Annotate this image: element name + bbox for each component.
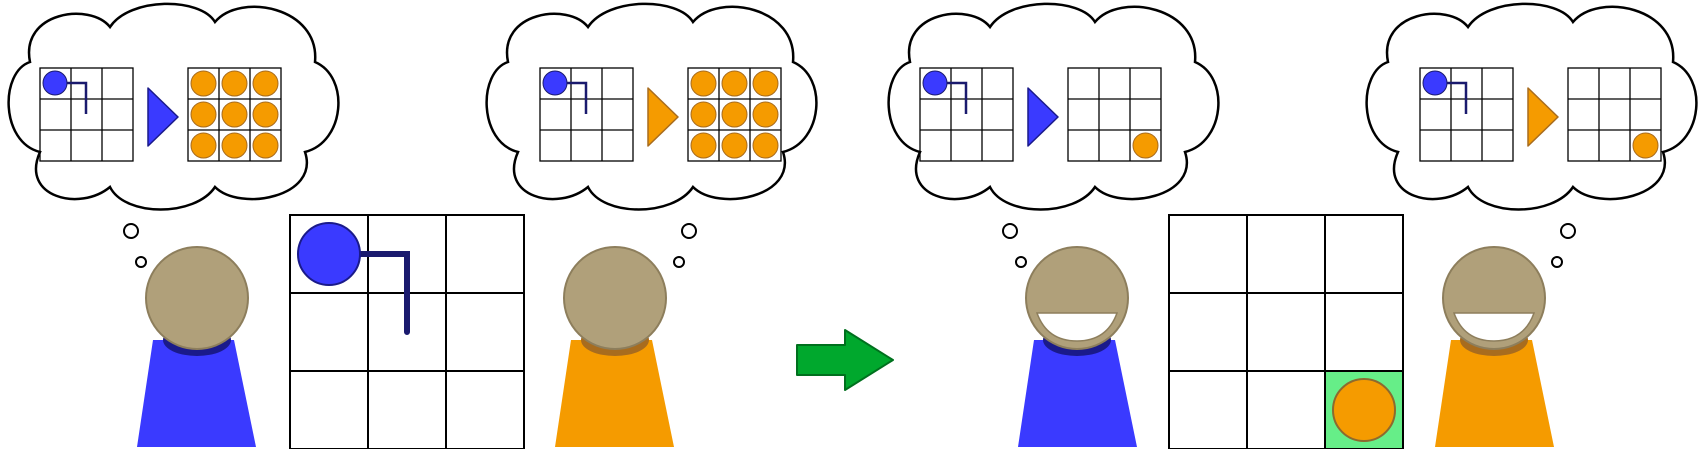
thought-start-grid (539, 67, 634, 162)
orange-piece (1132, 132, 1159, 159)
thought-goal-grid (187, 67, 282, 162)
orange-action-arrow-icon (1527, 87, 1559, 147)
thought-bubble-dot (1551, 256, 1563, 268)
smile (1452, 312, 1536, 342)
thought-bubble-dot (123, 223, 139, 239)
orange-agent-smiling (1435, 246, 1554, 447)
thought-cloud-orange-agent (1365, 2, 1698, 211)
orange-piece (1332, 378, 1396, 442)
cloud-outline (7, 2, 340, 211)
agent-head (145, 246, 249, 350)
orange-piece (1632, 132, 1659, 159)
thought-cloud-blue-agent (7, 2, 340, 211)
blue-action-arrow-icon (1027, 87, 1059, 147)
thought-start-grid (39, 67, 134, 162)
world-grid (289, 214, 525, 449)
orange-agent (555, 246, 674, 447)
orange-action-arrow-icon (647, 87, 679, 147)
blue-piece (922, 70, 948, 96)
thought-start-grid (1419, 67, 1514, 162)
thought-bubble-dot (1015, 256, 1027, 268)
smile (1035, 312, 1119, 342)
thought-bubble-dot (681, 223, 697, 239)
blue-piece (1422, 70, 1448, 96)
thought-goal-grid (687, 67, 782, 162)
right-arrow-icon (796, 329, 894, 391)
thought-start-grid (919, 67, 1014, 162)
blue-action-arrow-icon (147, 87, 179, 147)
panel-after (887, 2, 1698, 449)
blue-piece (42, 70, 68, 96)
thought-goal-grid (1567, 67, 1662, 162)
blue-piece (542, 70, 568, 96)
thought-bubble-dot (1560, 223, 1576, 239)
panel-before (7, 2, 818, 449)
cloud-outline (887, 2, 1220, 211)
thought-cloud-orange-agent (485, 2, 818, 211)
blue-agent-smiling (1018, 246, 1137, 447)
blue-agent (137, 246, 256, 447)
thought-bubble-dot (135, 256, 147, 268)
thought-bubble-dot (1002, 223, 1018, 239)
thought-bubble-dot (673, 256, 685, 268)
blue-piece (297, 222, 361, 286)
thought-cloud-blue-agent (887, 2, 1220, 211)
thought-goal-grid (1067, 67, 1162, 162)
agent-head (563, 246, 667, 350)
world-grid (1168, 214, 1404, 449)
